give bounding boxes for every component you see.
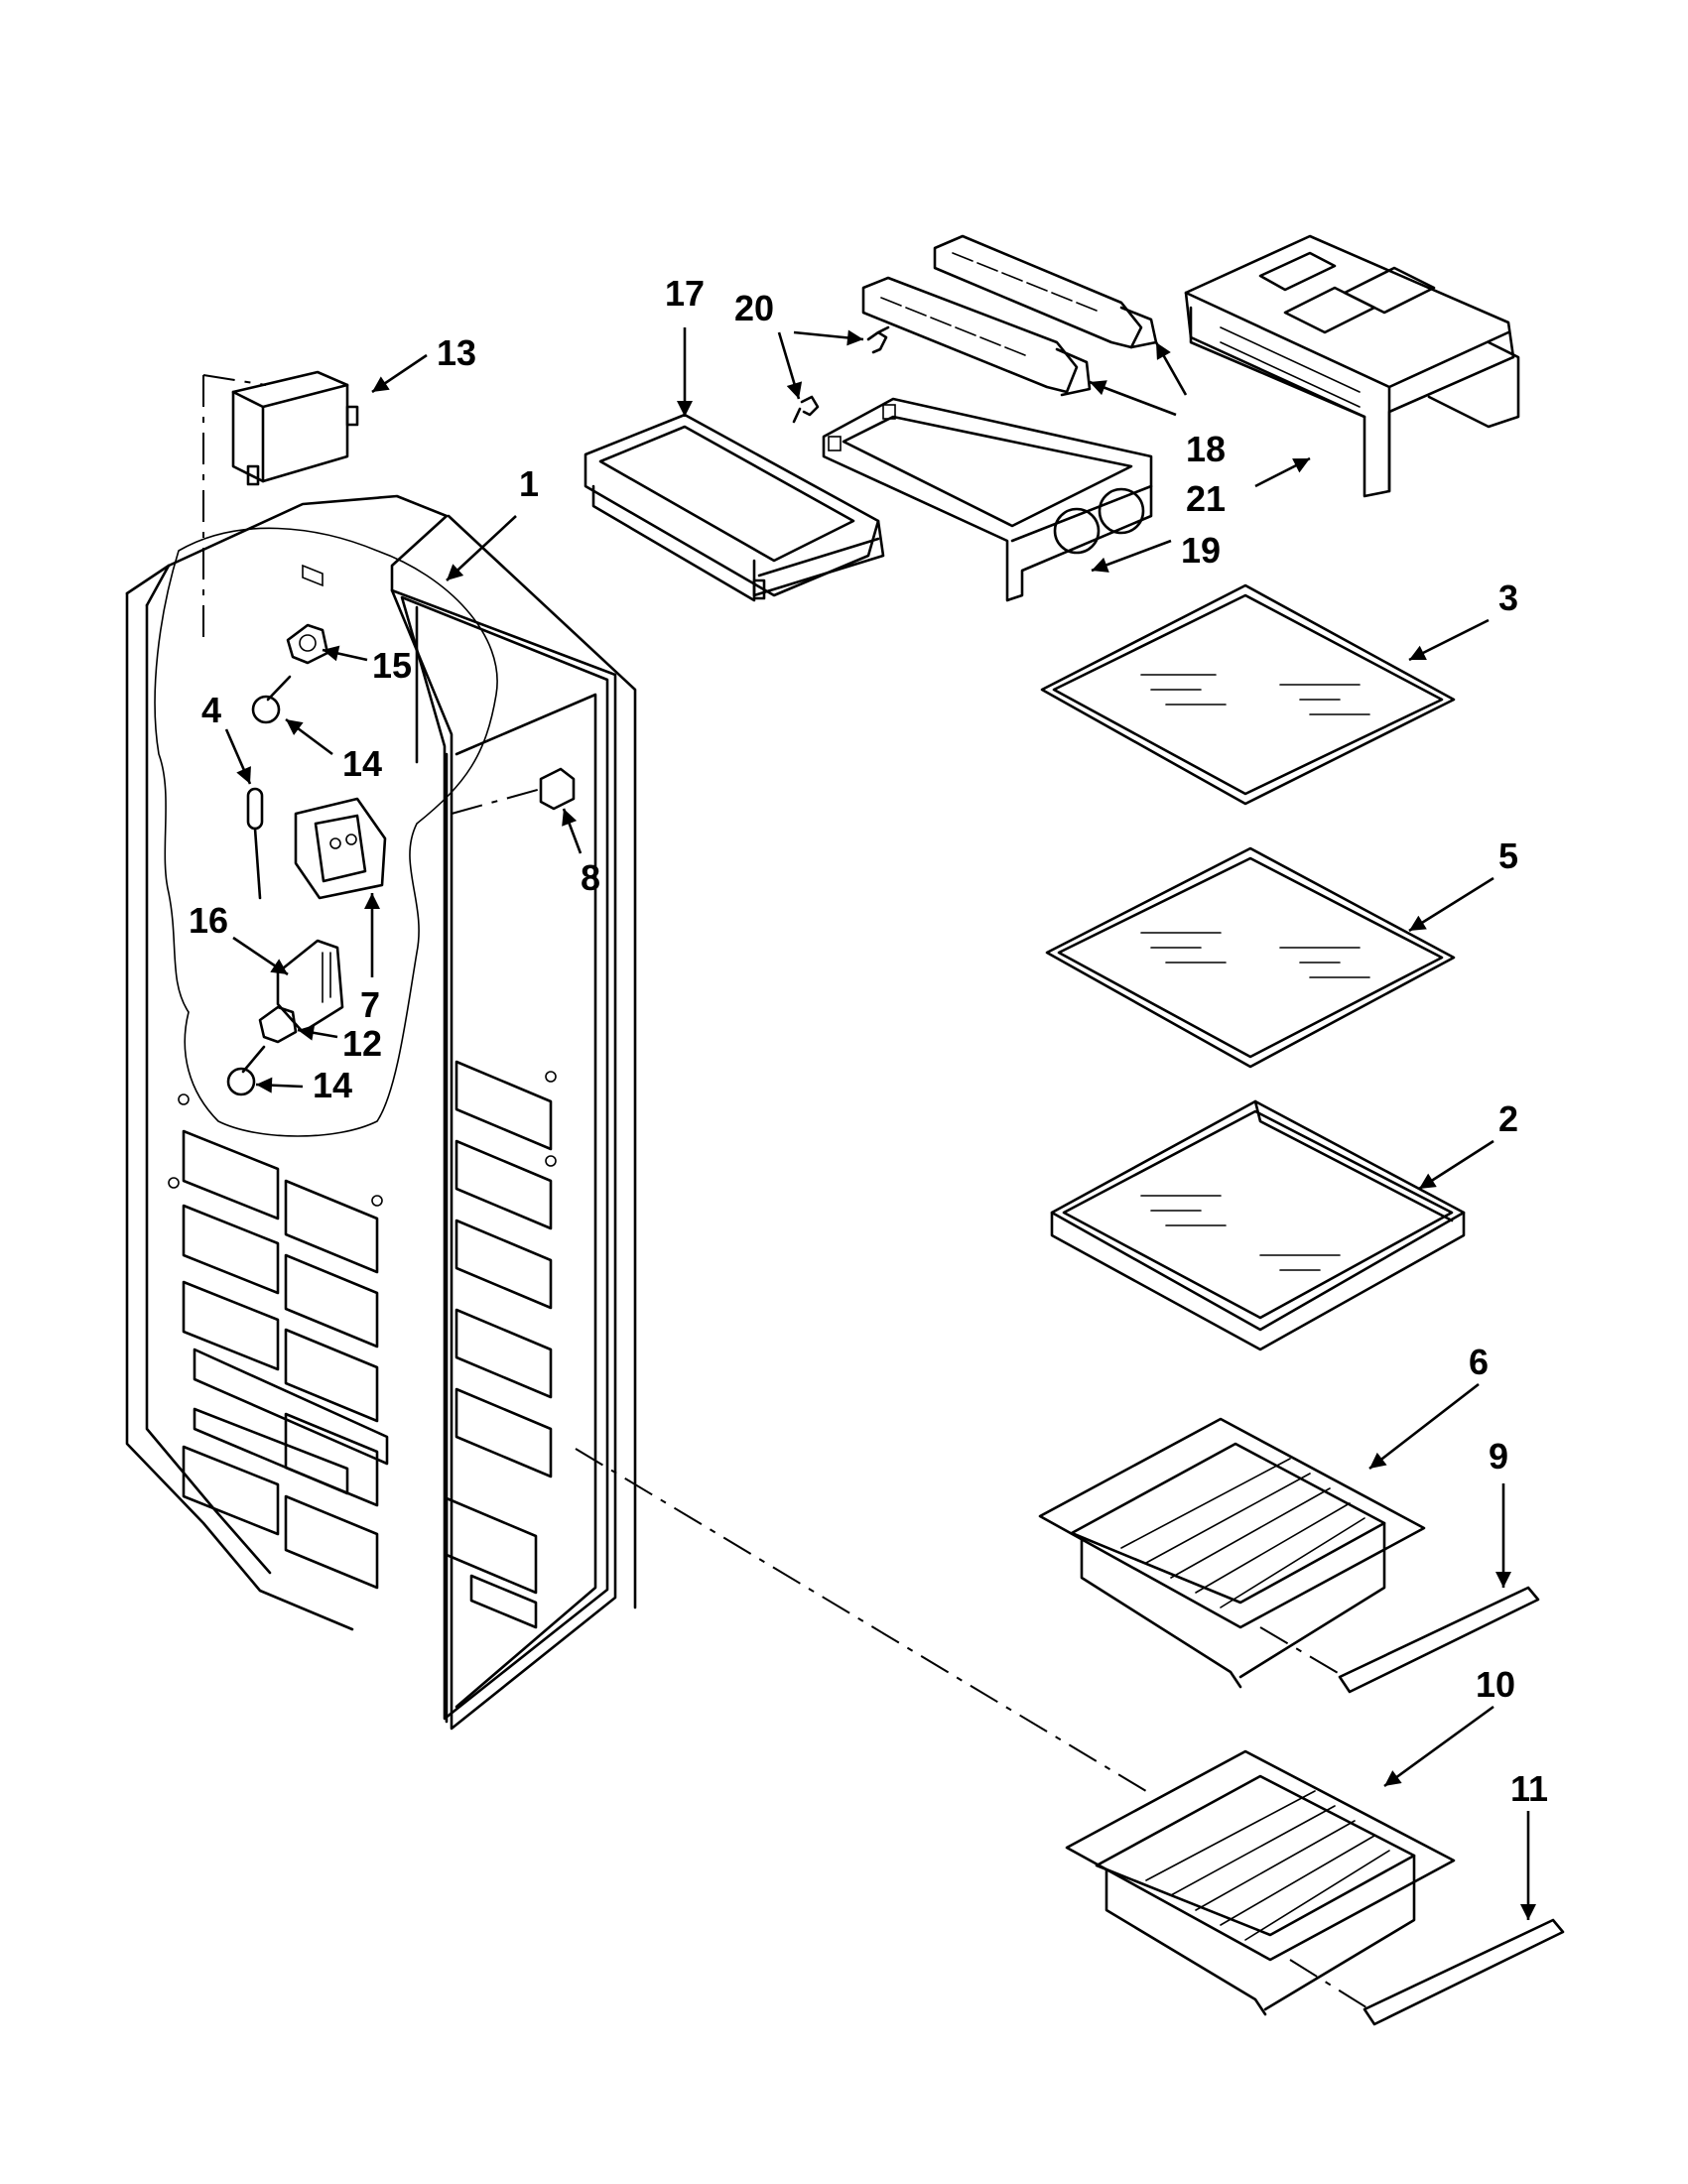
label-13: 13 bbox=[437, 332, 476, 373]
leader-12 bbox=[297, 1024, 338, 1041]
light-socket-upper bbox=[286, 623, 329, 665]
label-14b: 14 bbox=[313, 1065, 352, 1105]
label-10: 10 bbox=[1476, 1664, 1515, 1705]
leader-4 bbox=[224, 728, 252, 785]
crisper-drawer-upper bbox=[1038, 1417, 1426, 1689]
crisper-trim-lower bbox=[1363, 1918, 1565, 2026]
label-2: 2 bbox=[1498, 1098, 1518, 1139]
label-12: 12 bbox=[342, 1023, 382, 1064]
label-21: 21 bbox=[1186, 478, 1226, 519]
label-20: 20 bbox=[734, 288, 774, 328]
label-6: 6 bbox=[1469, 1342, 1489, 1382]
label-4: 4 bbox=[201, 690, 221, 730]
leader-14a bbox=[285, 717, 333, 756]
label-1: 1 bbox=[519, 463, 539, 504]
leader-21 bbox=[1254, 456, 1311, 488]
leader-15 bbox=[322, 645, 368, 662]
label-5: 5 bbox=[1498, 835, 1518, 876]
thermistor bbox=[246, 787, 264, 900]
leader-5 bbox=[1408, 876, 1494, 933]
leader-20a bbox=[793, 329, 864, 346]
glass-shelf-frame bbox=[1050, 1099, 1466, 1351]
glass-shelf-middle bbox=[1045, 846, 1456, 1069]
leader-1 bbox=[446, 515, 517, 581]
trim-guide-lower bbox=[1289, 1959, 1370, 2010]
leader-10 bbox=[1383, 1705, 1494, 1788]
light-bulb-upper bbox=[251, 675, 292, 724]
switch-guide-line bbox=[451, 788, 542, 815]
leader-18a bbox=[1089, 380, 1177, 417]
ice-bin bbox=[584, 413, 885, 602]
label-7: 7 bbox=[360, 984, 380, 1025]
spring-upper bbox=[866, 325, 890, 354]
leader-8 bbox=[562, 808, 583, 854]
cabinet-liner bbox=[125, 494, 637, 1731]
drawer-guide-line bbox=[575, 1448, 1147, 1792]
ice-maker-frame bbox=[822, 397, 1153, 602]
label-9: 9 bbox=[1489, 1436, 1508, 1477]
housing-guide-line bbox=[202, 374, 267, 643]
ice-maker-cover bbox=[1184, 234, 1520, 498]
label-17: 17 bbox=[665, 273, 705, 314]
control-housing bbox=[231, 370, 359, 486]
leader-16 bbox=[232, 936, 289, 976]
glass-shelf-upper bbox=[1040, 583, 1456, 806]
label-16: 16 bbox=[189, 900, 228, 941]
leader-18b bbox=[1154, 341, 1188, 396]
crisper-trim-upper bbox=[1338, 1586, 1540, 1694]
ice-tray-rear bbox=[933, 234, 1158, 349]
control-bracket bbox=[294, 797, 387, 900]
label-18: 18 bbox=[1186, 429, 1226, 469]
leader-arrows bbox=[224, 327, 1536, 1920]
door-switch bbox=[539, 767, 576, 811]
leader-3 bbox=[1408, 618, 1490, 662]
leader-19 bbox=[1091, 539, 1172, 573]
label-8: 8 bbox=[581, 857, 600, 898]
label-3: 3 bbox=[1498, 578, 1518, 618]
leader-20b bbox=[777, 331, 803, 400]
label-11: 11 bbox=[1510, 1768, 1548, 1809]
leader-13 bbox=[371, 353, 428, 394]
leader-2 bbox=[1418, 1139, 1494, 1191]
crisper-drawer-lower bbox=[1065, 1749, 1456, 2016]
spring-lower bbox=[792, 395, 820, 424]
light-socket-lower bbox=[258, 1005, 298, 1044]
leader-14b bbox=[255, 1077, 304, 1093]
part-number-callouts: 13 1 15 14 4 8 16 7 12 14 17 20 18 21 19… bbox=[189, 273, 1548, 1809]
label-19: 19 bbox=[1181, 530, 1221, 571]
label-15: 15 bbox=[372, 645, 412, 686]
label-14a: 14 bbox=[342, 743, 382, 784]
ice-tray-front bbox=[861, 276, 1092, 397]
light-bulb-lower bbox=[226, 1045, 266, 1096]
leader-6 bbox=[1368, 1382, 1480, 1471]
trim-guide-upper bbox=[1259, 1626, 1346, 1678]
light-shield bbox=[276, 939, 344, 1034]
